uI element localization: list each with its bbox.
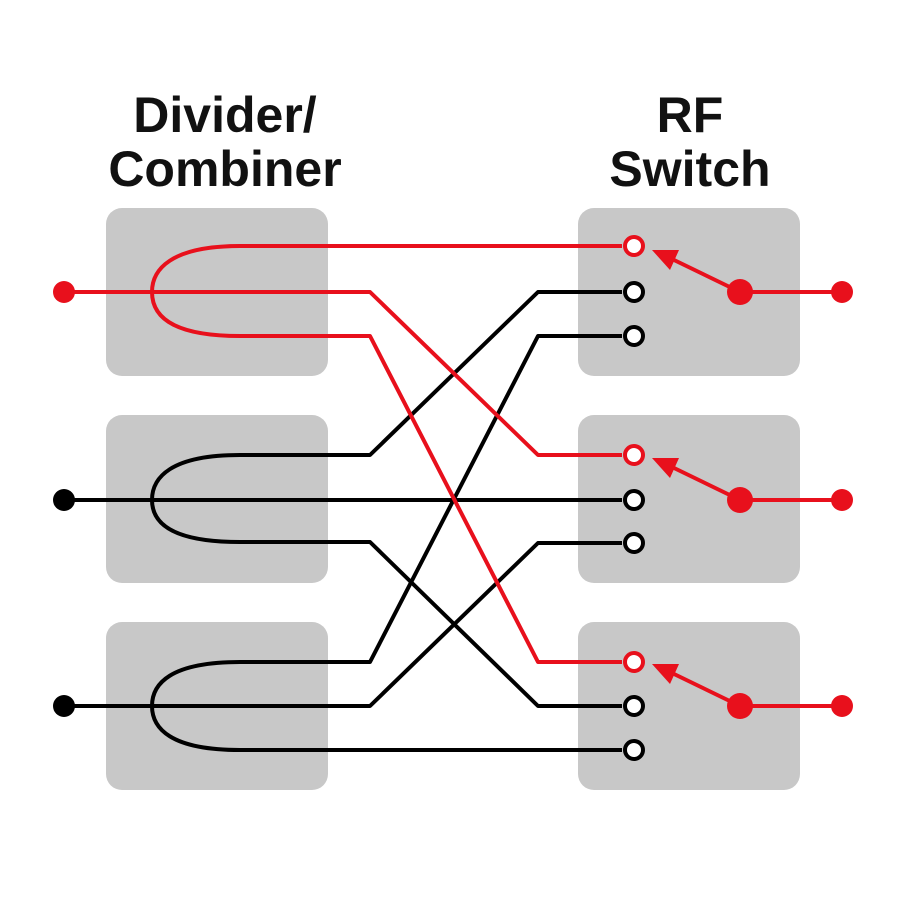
divider-3-input-port xyxy=(53,695,75,717)
divider-1-input-port xyxy=(53,281,75,303)
wire-d3-out2-to-s2-port3 xyxy=(328,541,622,708)
switch-1-port-2 xyxy=(623,281,645,303)
switch-3-port-1 xyxy=(623,651,645,673)
rf-switch-title-line-1: RF xyxy=(656,87,724,143)
switch-3-pivot xyxy=(727,693,753,719)
divider-2-input-port xyxy=(53,489,75,511)
rf-switch-title: RF Switch xyxy=(560,88,820,196)
divider-2-split xyxy=(149,453,328,544)
divider-combiner-title-line-2: Combiner xyxy=(108,141,342,197)
switch-2-arrowhead xyxy=(652,458,679,478)
switch-1-pivot xyxy=(727,279,753,305)
switch-2-port-2 xyxy=(623,489,645,511)
switch-1-port-1 xyxy=(623,235,645,257)
switch-1-arrowhead xyxy=(652,250,679,270)
active-connections xyxy=(64,244,622,664)
switch-3-arrowhead xyxy=(652,664,679,684)
switch-3-output-port xyxy=(831,695,853,717)
divider-combiner-title: Divider/ Combiner xyxy=(60,88,390,196)
switch-1-output-port xyxy=(831,281,853,303)
inactive-connections xyxy=(328,290,622,752)
divider-2-internal xyxy=(64,453,328,544)
divider-1-split xyxy=(150,244,622,338)
switch-2-port-3 xyxy=(623,532,645,554)
wire-d2-out1-to-s1-port2 xyxy=(328,290,622,457)
wire-d1-out2-to-s2-port1 xyxy=(328,290,622,457)
divider-combiner-title-line-1: Divider/ xyxy=(133,87,317,143)
switch-1-internal xyxy=(623,235,853,347)
switch-2-pivot xyxy=(727,487,753,513)
switch-2-output-port xyxy=(831,489,853,511)
switch-3-internal xyxy=(623,651,853,761)
switch-3-port-2 xyxy=(623,695,645,717)
divider-3-internal xyxy=(64,660,328,752)
wire-d1-out3-to-s3-port1 xyxy=(328,334,622,664)
switch-3-port-3 xyxy=(623,739,645,761)
switch-2-internal xyxy=(623,444,853,554)
divider-3-split xyxy=(149,660,328,752)
wire-d2-out3-to-s3-port2 xyxy=(328,540,622,708)
switch-1-port-3 xyxy=(623,325,645,347)
switch-2-port-1 xyxy=(623,444,645,466)
rf-switch-title-line-2: Switch xyxy=(609,141,771,197)
